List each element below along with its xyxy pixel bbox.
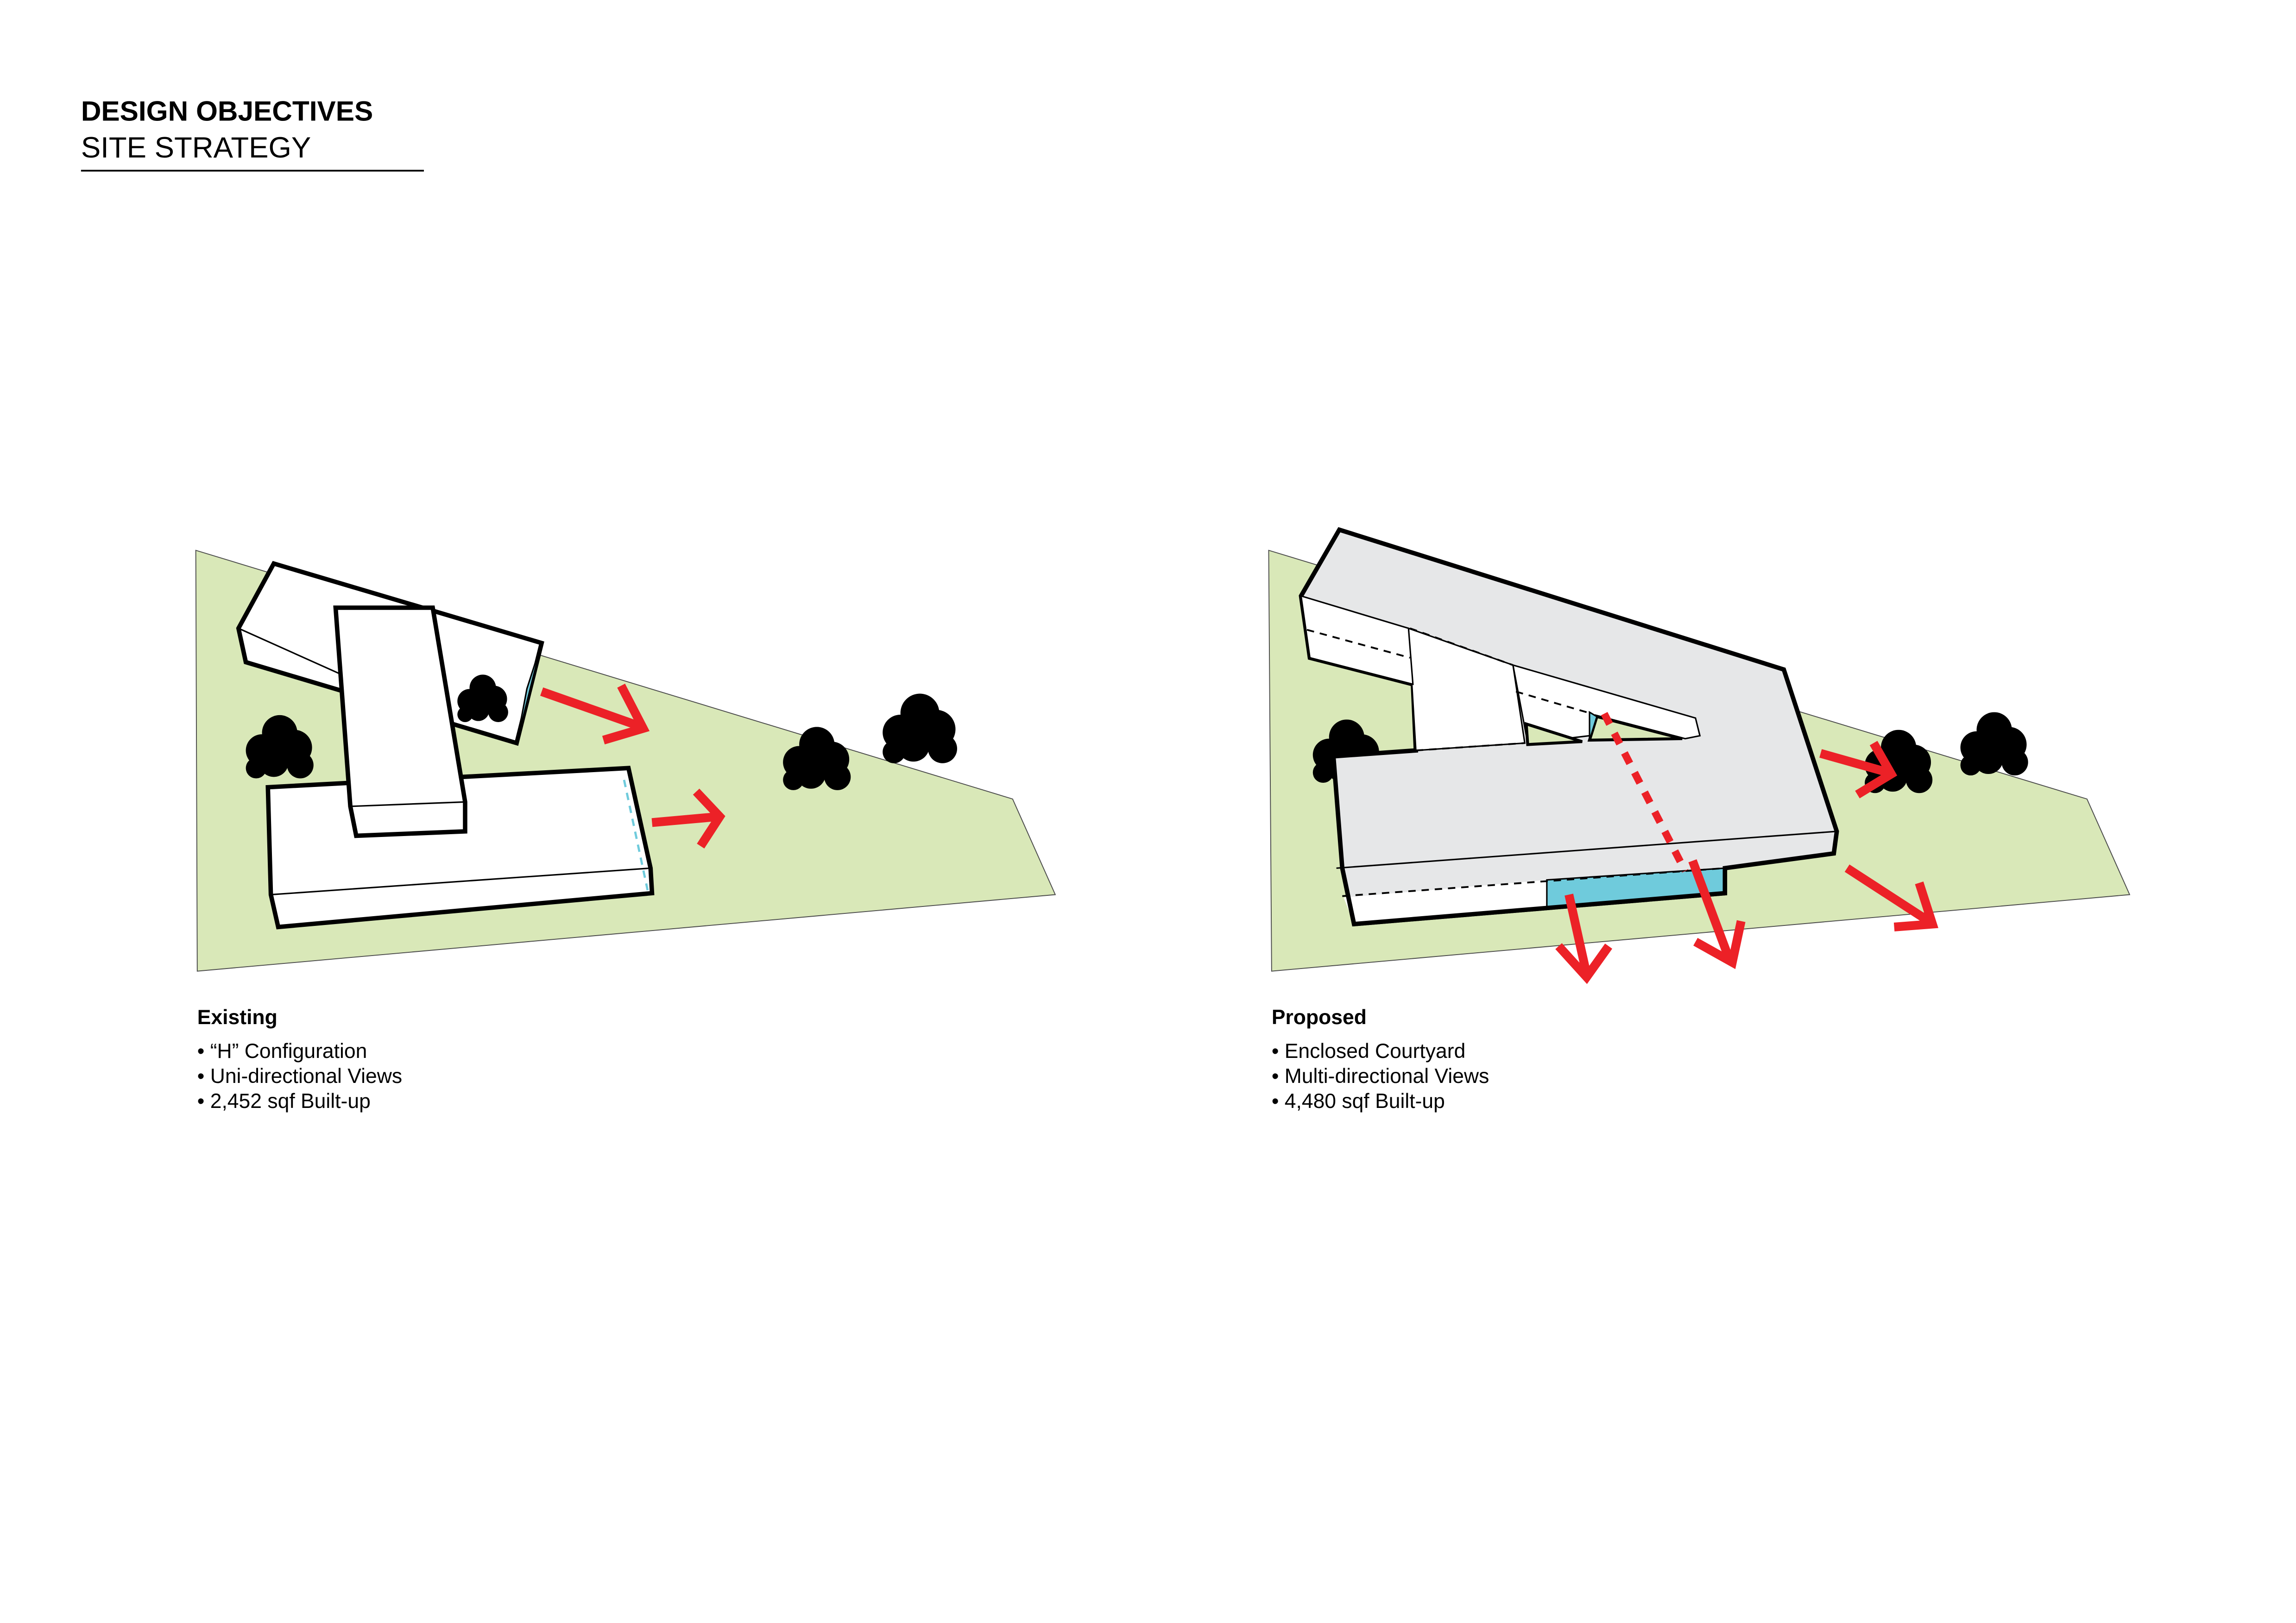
existing-bullet: • 2,452 sqf Built-up (197, 1090, 371, 1113)
existing-bullet: • Uni-directional Views (197, 1065, 402, 1088)
proposed-heading: Proposed (1272, 1006, 1367, 1029)
proposed-bullet: • Enclosed Courtyard (1272, 1040, 1465, 1063)
existing-heading: Existing (197, 1006, 278, 1029)
page-title: DESIGN OBJECTIVES (81, 95, 373, 126)
proposed-diagram: Proposed • Enclosed Courtyard • Multi-di… (1268, 527, 2131, 1113)
view-axis-dotted (1601, 712, 1689, 873)
page-subtitle: SITE STRATEGY (81, 131, 311, 164)
view-arrow (540, 684, 650, 745)
existing-glazing (516, 642, 542, 743)
view-arrow (1555, 893, 1613, 984)
view-arrow (1844, 864, 1938, 931)
view-arrow (651, 788, 725, 849)
existing-bullet: • “H” Configuration (197, 1040, 367, 1063)
view-arrow (1819, 741, 1898, 799)
view-arrow (1688, 859, 1746, 969)
existing-diagram: Existing • “H” Configuration • Uni-direc… (195, 549, 1056, 1113)
proposed-bullet: • 4,480 sqf Built-up (1272, 1090, 1445, 1113)
proposed-bullet: • Multi-directional Views (1272, 1065, 1489, 1088)
